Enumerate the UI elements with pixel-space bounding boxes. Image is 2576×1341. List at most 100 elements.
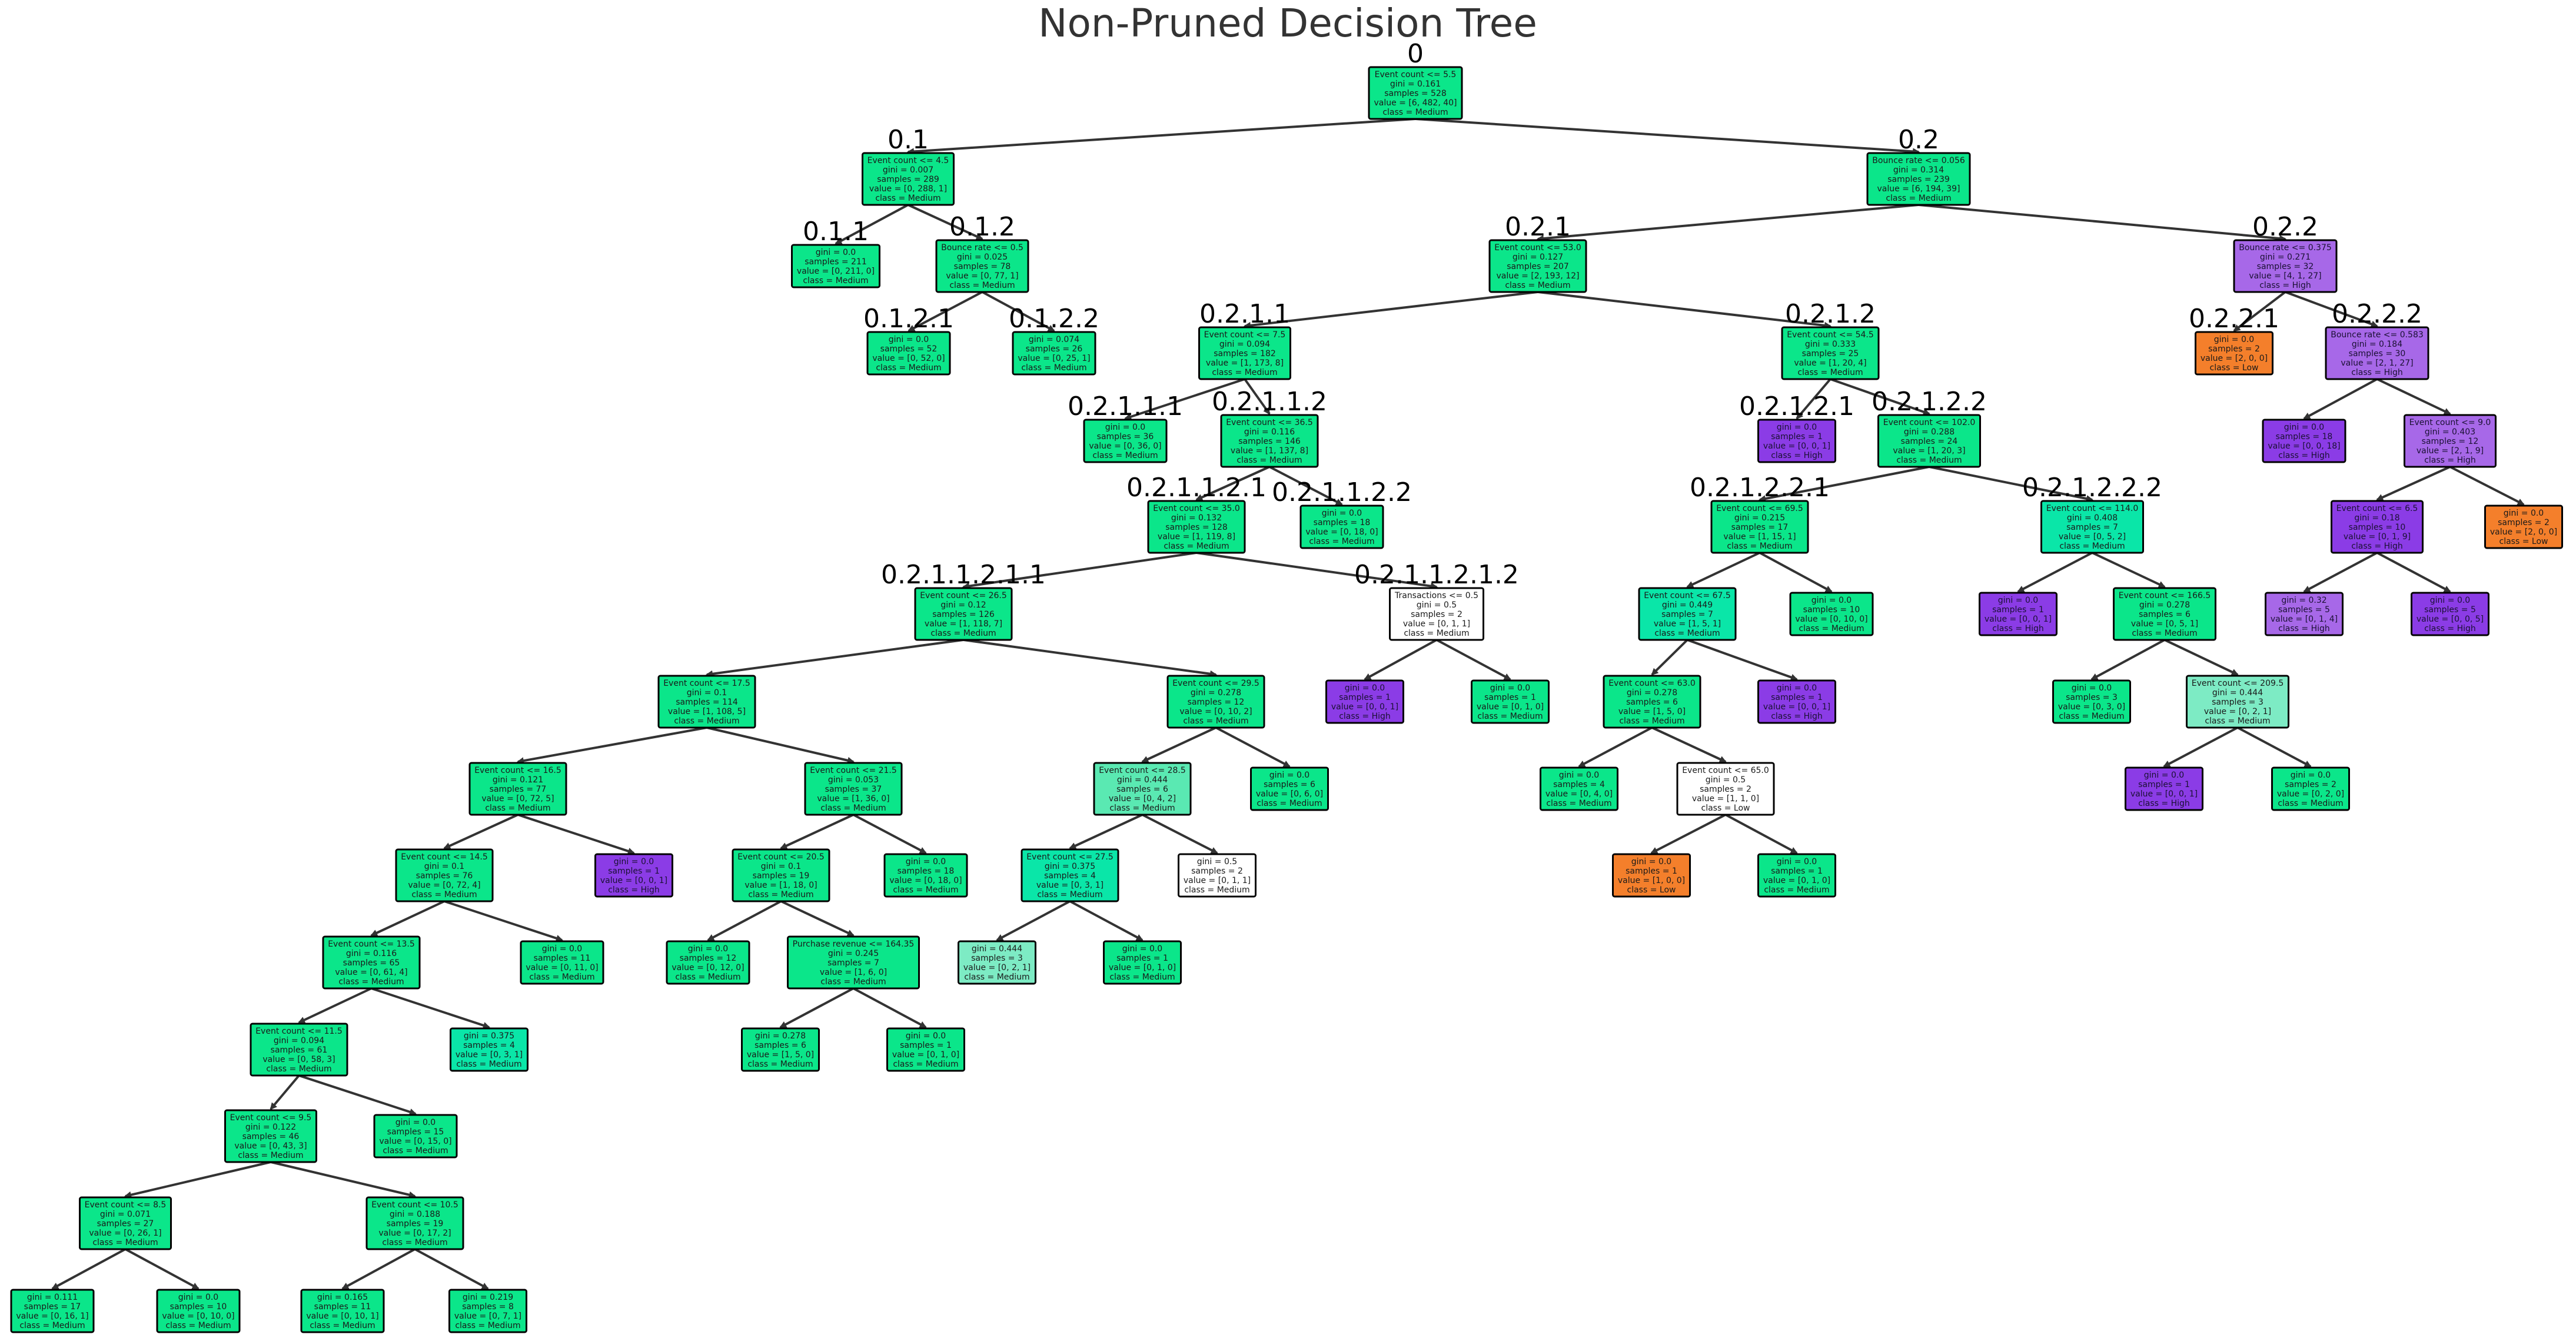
node-text-line: class = Medium — [1886, 194, 1951, 203]
node-text-line: Event count <= 20.5 — [737, 852, 825, 862]
node-box — [1389, 587, 1484, 641]
node-box — [883, 853, 968, 898]
node-text-line: value = [0, 36, 0] — [1089, 442, 1161, 451]
node-text-line: class = Medium — [383, 1146, 448, 1156]
node-text-line: samples = 37 — [825, 785, 882, 794]
node-text-line: class = Low — [1627, 885, 1676, 895]
tree-edge — [963, 639, 1217, 678]
node-text-line: value = [1, 0, 0] — [1618, 876, 1685, 885]
node-text-line: Event count <= 36.5 — [1226, 418, 1313, 427]
node-text-line: samples = 1 — [1339, 693, 1391, 702]
node-text-line: gini = 0.5 — [1417, 600, 1457, 610]
node-text-line: value = [2, 193, 12] — [1496, 271, 1579, 281]
node-text-line: value = [0, 10, 0] — [1795, 615, 1867, 624]
node-text-line: gini = 0.375 — [1045, 862, 1095, 871]
node-text-line: samples = 65 — [343, 958, 400, 968]
node-text-line: samples = 32 — [2257, 262, 2314, 271]
node-box — [958, 940, 1036, 985]
node-box — [787, 935, 920, 990]
tree-edge — [2303, 378, 2378, 420]
node-text-line: value = [1, 5, 0] — [1618, 707, 1686, 716]
tree-edge — [1069, 814, 1143, 849]
node-text-line: class = Medium — [310, 1321, 375, 1330]
node-id-label: 0.2.1.1.1 — [1068, 391, 1183, 421]
tree-edge — [1725, 814, 1798, 854]
node-text-line: value = [0, 43, 3] — [234, 1141, 307, 1151]
node-box — [395, 848, 494, 902]
node-text-line: gini = 0.111 — [27, 1293, 78, 1302]
node-text-line: class = Medium — [964, 972, 1029, 982]
node-text-line: class = High — [1771, 451, 1823, 460]
node-text-line: value = [0, 12, 0] — [672, 963, 744, 972]
node-text-line: Event count <= 17.5 — [663, 679, 750, 688]
node-box — [1250, 766, 1329, 811]
node-text-line: class = Medium — [1799, 624, 1864, 633]
tree-edge — [1196, 552, 1438, 590]
node-id-label: 0.2.1.1.2.1.1 — [881, 560, 1046, 590]
node-text-line: value = [2, 1, 9] — [2417, 446, 2484, 456]
node-text-line: Event count <= 10.5 — [371, 1200, 458, 1210]
node-text-line: samples = 6 — [2139, 610, 2191, 619]
node-text-line: value = [0, 1, 4] — [2271, 615, 2338, 624]
node-text-line: class = Medium — [1764, 885, 1829, 895]
node-text-line: value = [1, 1, 0] — [1692, 794, 1759, 804]
node-text-line: value = [0, 1, 0] — [1477, 702, 1544, 712]
node-text-line: gini = 0.333 — [1805, 340, 1856, 349]
node-text-line: class = Medium — [2059, 712, 2124, 721]
node-text-line: value = [2, 1, 27] — [2341, 359, 2413, 368]
node-text-line: samples = 239 — [1887, 175, 1950, 184]
node-text-line: samples = 211 — [805, 257, 867, 267]
node-text-line: gini = 0.0 — [1105, 423, 1145, 432]
node-text-line: samples = 5 — [2278, 605, 2330, 615]
node-text-line: samples = 2 — [1411, 610, 1462, 619]
node-text-line: samples = 6 — [1264, 780, 1315, 789]
node-text-line: samples = 4 — [1553, 780, 1605, 789]
tree-edge — [1578, 726, 1653, 768]
node-text-line: gini = 0.094 — [274, 1036, 324, 1045]
node-text-line: value = [0, 61, 4] — [335, 968, 407, 977]
node-box — [2265, 592, 2344, 636]
node-id-label: 0.2.1.1.2.1 — [1126, 473, 1267, 503]
node-text-line: value = [0, 77, 1] — [946, 271, 1018, 281]
node-text-line: samples = 1 — [1484, 693, 1536, 702]
node-text-line: class = Medium — [1184, 885, 1249, 895]
node-text-line: Event count <= 7.5 — [1204, 330, 1286, 340]
node-text-line: samples = 12 — [680, 954, 737, 963]
node-text-line: class = Medium — [1164, 542, 1229, 551]
node-box — [365, 1196, 464, 1250]
node-text-line: samples = 11 — [314, 1302, 371, 1312]
node-text-line: gini = 0.0 — [614, 857, 654, 867]
node-text-line: samples = 114 — [676, 698, 738, 707]
node-text-line: gini = 0.0 — [542, 944, 582, 954]
node-text-line: gini = 0.0 — [2284, 423, 2324, 432]
node-text-line: samples = 6 — [754, 1041, 806, 1050]
node-box — [1979, 592, 2058, 636]
node-box — [250, 1023, 348, 1077]
node-text-line: samples = 289 — [877, 175, 939, 184]
tree-edge — [907, 118, 1416, 155]
node-text-line: class = Medium — [675, 972, 740, 982]
node-text-line: gini = 0.245 — [828, 949, 879, 958]
node-text-line: gini = 0.278 — [2139, 600, 2190, 610]
node-text-line: class = Medium — [1477, 712, 1543, 721]
node-text-line: value = [0, 52, 0] — [872, 354, 945, 363]
node-text-line: class = High — [1771, 712, 1823, 721]
node-text-line: value = [1, 15, 1] — [1723, 532, 1796, 542]
node-text-line: class = Medium — [1237, 456, 1302, 465]
node-box — [1603, 675, 1701, 729]
node-text-line: class = Medium — [803, 276, 868, 286]
node-text-line: samples = 5 — [2424, 605, 2476, 615]
node-text-line: value = [1, 173, 8] — [1206, 359, 1284, 368]
node-text-line: gini = 0.0 — [1777, 683, 1817, 693]
